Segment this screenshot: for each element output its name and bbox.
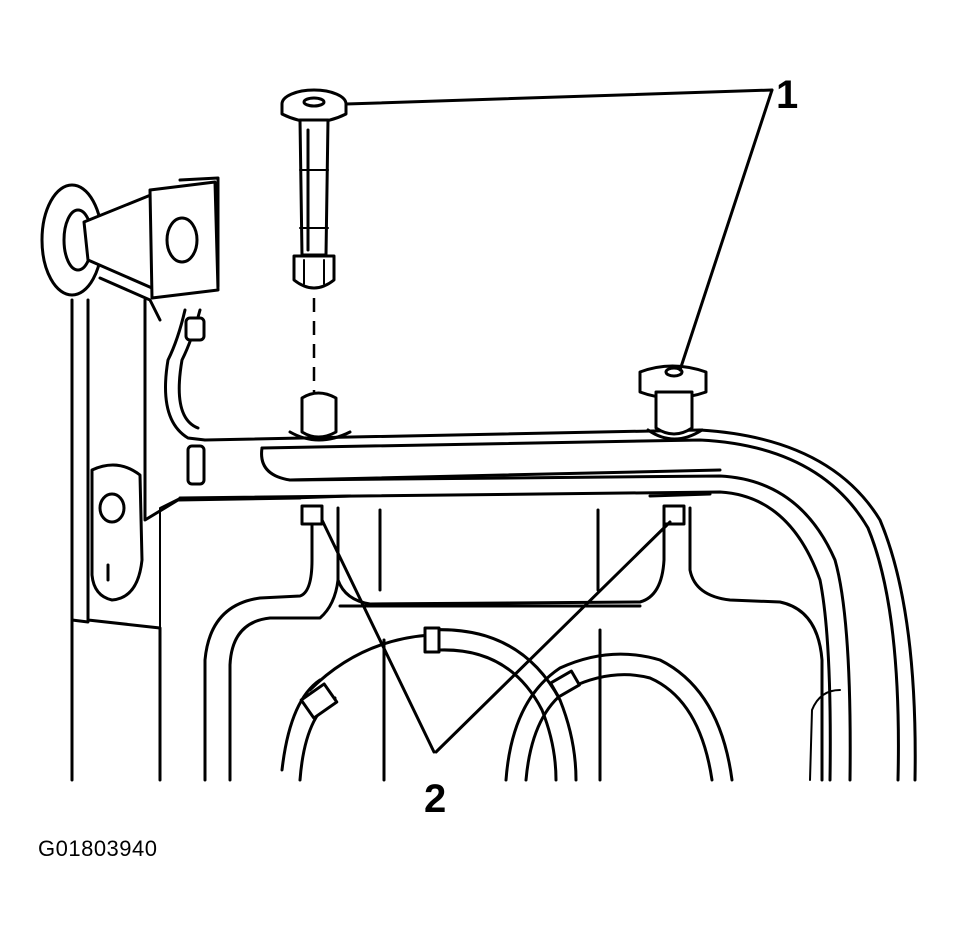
installed-fastener bbox=[638, 364, 708, 441]
pivot-pulley bbox=[40, 176, 220, 486]
top-rail bbox=[178, 428, 917, 782]
retaining-clips bbox=[290, 492, 712, 526]
figure-id: G01803940 bbox=[38, 836, 158, 861]
fastener-boss bbox=[288, 391, 352, 442]
leader-lines bbox=[320, 88, 774, 754]
lower-hoses bbox=[280, 626, 841, 782]
callout-2: 2 bbox=[424, 777, 446, 821]
removed-fastener bbox=[280, 88, 348, 290]
callout-1: 1 bbox=[776, 73, 798, 117]
mounting-bracket bbox=[70, 298, 302, 782]
